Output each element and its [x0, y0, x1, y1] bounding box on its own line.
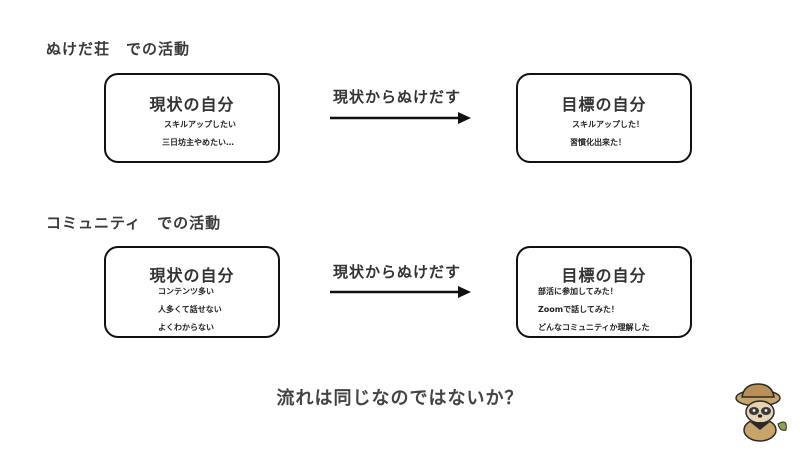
current-self-title: 現状の自分 [149, 95, 235, 114]
current-self-line: スキルアップしたい [164, 120, 236, 129]
section-title-community: コミュニティ での活動 [46, 214, 222, 232]
conclusion-question: 流れは同じなのではないか？ [276, 388, 524, 409]
current-self-line: よくわからない [158, 323, 214, 332]
current-self-line: コンテンツ多い [158, 287, 214, 296]
arrow-label-nukedaso: 現状からぬけだす [333, 88, 462, 106]
current-self-box-community: 現状の自分 コンテンツ多い 人多くて話せない よくわからない [104, 246, 280, 338]
current-self-box-nukedaso: 現状の自分 スキルアップしたい 三日坊主やめたい… [104, 73, 280, 163]
goal-self-line: 部活に参加してみた！ [538, 287, 618, 296]
right-arrow-icon [330, 286, 471, 298]
goal-self-line: Zoomで話してみた！ [538, 305, 619, 314]
current-self-title: 現状の自分 [149, 266, 235, 285]
right-arrow-icon [330, 112, 471, 124]
goal-self-title: 目標の自分 [561, 266, 647, 285]
goal-self-line: どんなコミュニティか理解した [538, 323, 650, 332]
tanuki-mascot-icon [735, 383, 787, 442]
arrow-label-community: 現状からぬけだす [333, 263, 462, 281]
goal-self-title: 目標の自分 [561, 95, 647, 114]
goal-self-line: 習慣化出来た！ [570, 138, 626, 147]
current-self-line: 人多くて話せない [158, 305, 222, 314]
goal-self-box-community: 目標の自分 部活に参加してみた！ Zoomで話してみた！ どんなコミュニティか理… [516, 246, 692, 338]
current-self-line: 三日坊主やめたい… [162, 138, 234, 147]
goal-self-box-nukedaso: 目標の自分 スキルアップした！ 習慣化出来た！ [516, 73, 692, 163]
goal-self-line: スキルアップした！ [572, 120, 644, 129]
section-title-nukedaso: ぬけだ荘 での活動 [46, 40, 191, 58]
